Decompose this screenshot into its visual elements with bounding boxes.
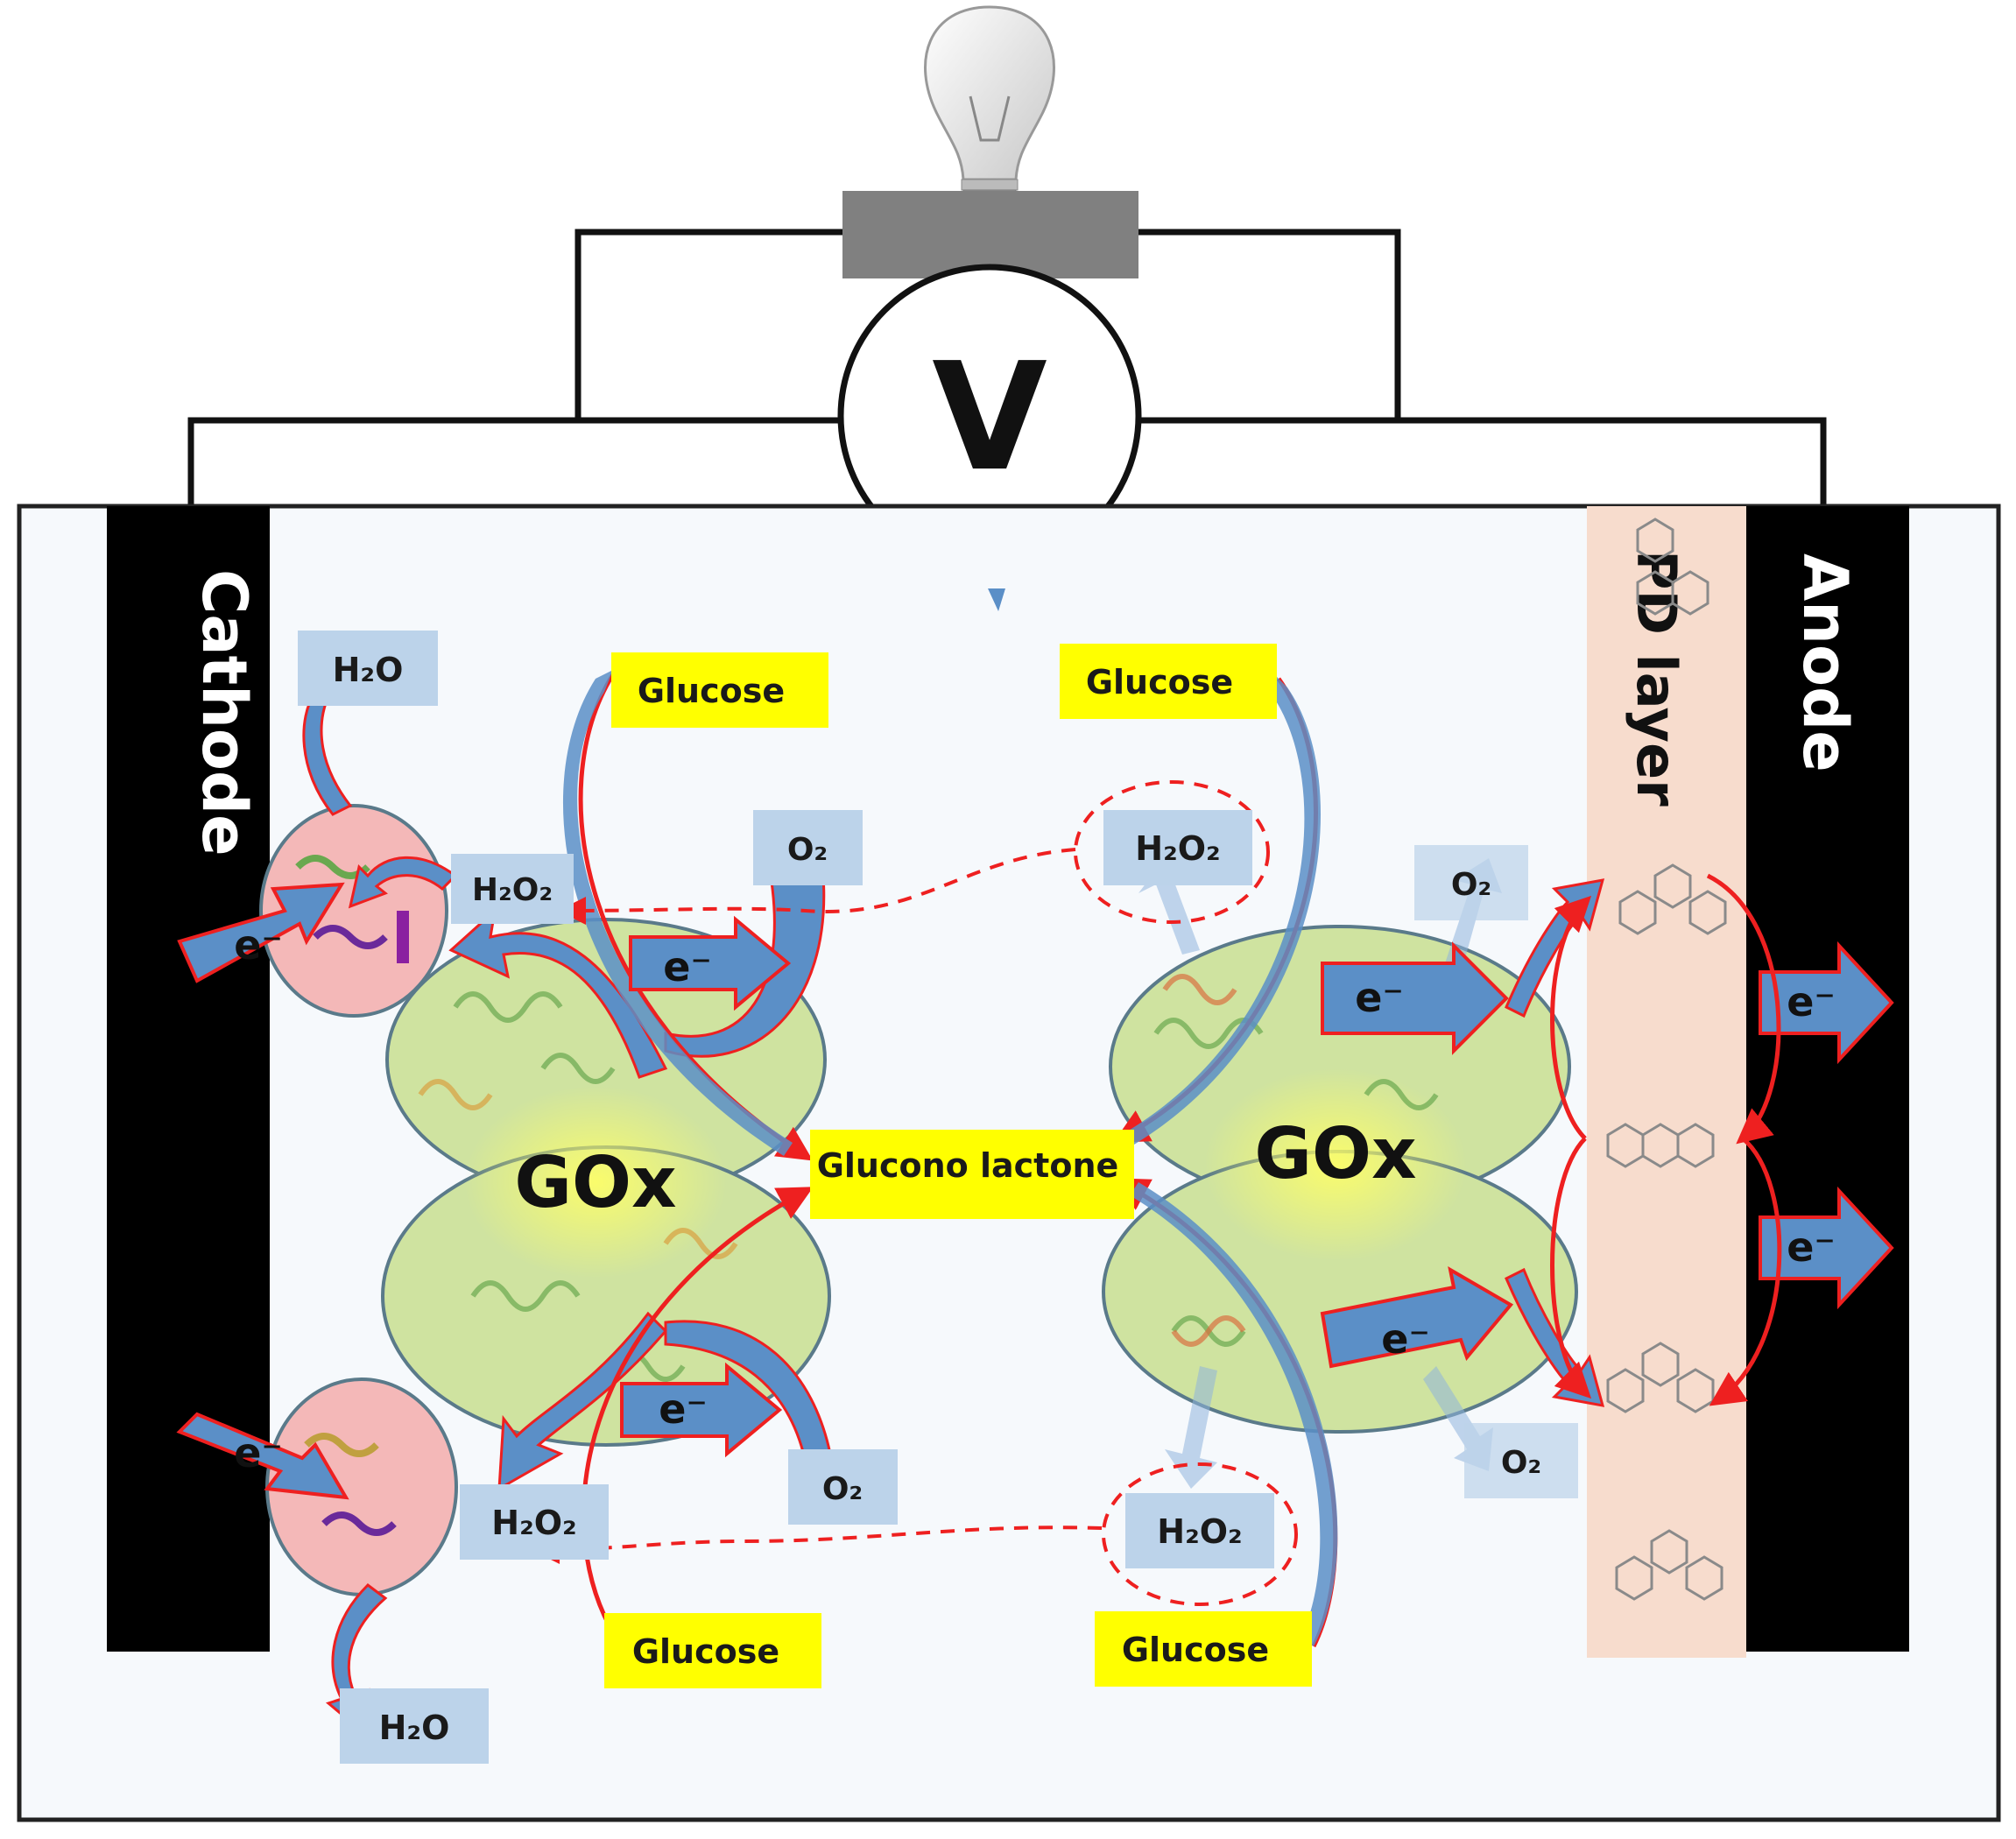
electron-arrow-icon: e⁻ [1320, 1266, 1514, 1369]
electron-arrow-icon: e⁻ [177, 882, 345, 983]
electron-arrow-icon: e⁻ [620, 1362, 783, 1458]
glucose-label: Glucose [638, 672, 785, 710]
mediator-molecules [1606, 518, 1727, 1601]
small-marker [988, 588, 1005, 611]
peroxide-box-left-top: H₂O₂ [451, 854, 574, 924]
peroxide-label: H₂O₂ [1157, 1512, 1242, 1551]
molecule-5 [1615, 1529, 1723, 1601]
electron-arrow-icon: e⁻ [176, 1412, 349, 1500]
electron-arrow-icon: e⁻ [1759, 941, 1894, 1065]
glucose-flow-bands [562, 670, 1338, 1646]
molecule-2 [1618, 863, 1727, 935]
cathode-label: Cathode [188, 569, 260, 856]
molecule-1 [1636, 518, 1709, 616]
oxygen-label: O₂ [1501, 1445, 1541, 1481]
glucose-label: Glucose [632, 1632, 779, 1671]
electron-arrow-icon: e⁻ [1321, 941, 1509, 1055]
pd-redox-arcs [1550, 873, 1782, 1406]
electron-arrow-icon: e⁻ [629, 915, 792, 1011]
gox-left-label: GOx [514, 1142, 676, 1223]
glucose-labels: Glucose Glucose Glucose Glucose [604, 644, 1312, 1688]
oxygen-box-right-bottom: O₂ [1464, 1423, 1578, 1498]
oxygen-label: O₂ [822, 1471, 863, 1507]
peroxide-box-right-bottom: H₂O₂ [1125, 1493, 1274, 1568]
molecule-3 [1606, 1123, 1715, 1168]
oxygen-box-right-top: O₂ [1414, 845, 1528, 920]
electron-label: e⁻ [234, 921, 282, 969]
gox-right-label: GOx [1254, 1113, 1416, 1194]
electron-arrows: e⁻ e⁻ e⁻ e⁻ e⁻ e⁻ e⁻ e⁻ [176, 882, 1894, 1500]
oxygen-box-left-top: O₂ [753, 810, 863, 885]
glucose-label: Glucose [1086, 663, 1233, 701]
glucose-box-top-left: Glucose [611, 652, 828, 728]
glucose-box-top-right: Glucose [1060, 644, 1277, 719]
light-bulb-icon [924, 5, 1055, 210]
electron-label: e⁻ [659, 1385, 707, 1433]
oxygen-box-left-bottom: O₂ [788, 1449, 898, 1525]
peroxide-box-right-top: H₂O₂ [1103, 810, 1252, 885]
pd-layer-label: PD layer [1625, 550, 1688, 807]
oxygen-label: O₂ [1451, 867, 1491, 903]
electron-arrow-icon: e⁻ [1759, 1186, 1894, 1310]
electron-label: e⁻ [663, 943, 711, 990]
glucose-box-bottom-left: Glucose [604, 1613, 821, 1688]
oxygen-label: O₂ [787, 832, 828, 868]
glucose-label: Glucose [1122, 1631, 1269, 1669]
peroxide-label: H₂O₂ [491, 1504, 576, 1542]
peroxide-label: H₂O₂ [472, 872, 553, 908]
water-box-top: H₂O [298, 631, 438, 706]
glucose-box-bottom-right: Glucose [1095, 1611, 1312, 1687]
external-circuit [187, 229, 1827, 506]
anode-label: Anode [1789, 553, 1861, 772]
electron-label: e⁻ [1355, 974, 1403, 1021]
water-box-bottom: H₂O [340, 1688, 489, 1764]
electron-label: e⁻ [1787, 978, 1835, 1025]
peroxide-box-left-bottom: H₂O₂ [460, 1484, 609, 1560]
pd-layer: PD layer [1587, 506, 1746, 1658]
gluconolactone-box: Glucono lactone [810, 1130, 1134, 1219]
resistor-load [842, 191, 1138, 278]
water-label: H₂O [333, 651, 404, 689]
electron-label: e⁻ [1787, 1223, 1835, 1271]
voltmeter-label: V [932, 331, 1047, 504]
electron-label: e⁻ [234, 1429, 282, 1476]
cathode-electrode: Cathode [107, 506, 270, 1652]
species-boxes: H₂O H₂O₂ O₂ H₂O₂ O₂ O₂ H₂O₂ H₂O₂ [298, 631, 1578, 1764]
gluconolactone-label: Glucono lactone [817, 1146, 1119, 1185]
voltmeter-icon: V [837, 264, 1142, 568]
anode-electrode: Anode [1746, 506, 1909, 1652]
peroxide-label: H₂O₂ [1135, 829, 1220, 868]
water-label: H₂O [379, 1709, 450, 1747]
h2o2-diffusion-paths [532, 780, 1298, 1606]
electron-label: e⁻ [1381, 1315, 1429, 1363]
